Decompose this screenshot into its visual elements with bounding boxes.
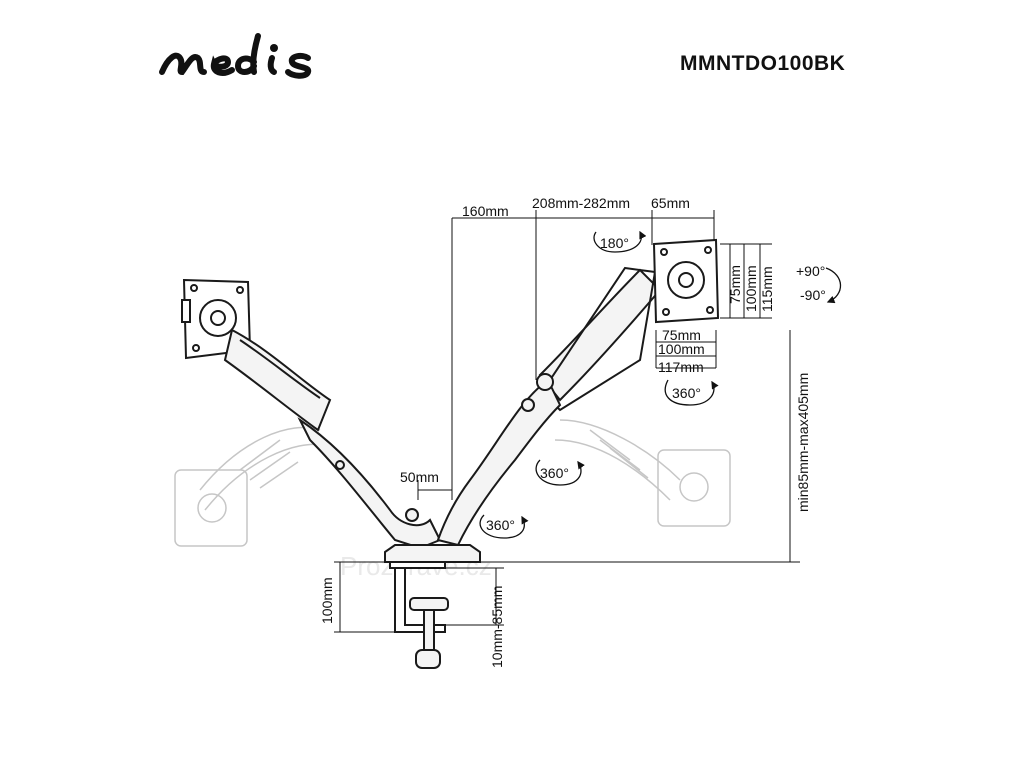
- label-arm-offset: 160mm: [462, 203, 509, 219]
- label-vesa-v-100: 100mm: [743, 265, 759, 312]
- label-vesa-h-75: 75mm: [662, 327, 701, 343]
- label-swivel-180: 180°: [600, 235, 629, 251]
- label-vesa-v-75: 75mm: [727, 265, 743, 304]
- label-vesa-h-100: 100mm: [658, 341, 705, 357]
- right-vesa-plate: [652, 238, 720, 324]
- model-number: MMNTDO100BK: [680, 52, 846, 75]
- label-rotate-360-base: 360°: [486, 517, 515, 533]
- ghost-left-arm: [174, 426, 326, 547]
- label-clamp-height: 100mm: [319, 577, 335, 624]
- label-rotate-360-plate: 360°: [672, 385, 701, 401]
- dimension-lines: [334, 210, 800, 633]
- nedis-logo: [159, 33, 312, 79]
- label-rotate-360-arm: 360°: [540, 465, 569, 481]
- right-arm: [436, 266, 662, 547]
- label-plate-width: 117mm: [658, 359, 704, 375]
- label-desk-thickness: 10mm-85mm: [489, 586, 505, 668]
- label-tilt-up: +90°: [796, 263, 825, 279]
- label-plate-offset: 65mm: [651, 195, 690, 211]
- ghost-right-arm: [554, 419, 731, 527]
- clamp-base: [384, 544, 481, 669]
- label-pole-width: 50mm: [400, 469, 439, 485]
- left-arm: [223, 328, 442, 550]
- label-arm-reach: 208mm-282mm: [532, 195, 630, 211]
- label-height-range: min85mm-max405mm: [795, 373, 811, 512]
- label-tilt-down: -90°: [800, 287, 826, 303]
- label-plate-height: 115mm: [759, 266, 775, 312]
- rotation-arrows: [479, 230, 842, 539]
